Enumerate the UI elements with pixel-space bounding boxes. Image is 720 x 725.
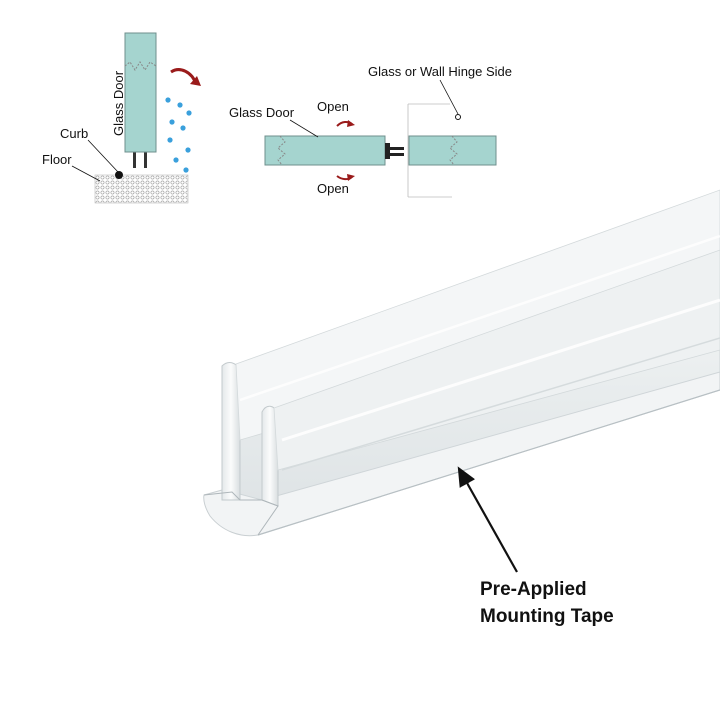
hinge-side-label: Glass or Wall Hinge Side bbox=[368, 64, 512, 79]
curb-leader-line bbox=[87, 139, 119, 173]
side-glass-door-label: Glass Door bbox=[111, 70, 126, 136]
seal-front-fin bbox=[261, 405, 279, 507]
open-arrowhead-top bbox=[347, 120, 355, 127]
hinge-pin-top bbox=[390, 147, 404, 150]
hinge-pin-bottom bbox=[390, 153, 404, 156]
top-fixed-panel bbox=[408, 135, 497, 166]
seal-back-fin-face bbox=[235, 189, 720, 441]
floor-label: Floor bbox=[42, 152, 72, 167]
floor-leader-line bbox=[71, 165, 101, 182]
door-seal-fin-right bbox=[144, 152, 147, 168]
open-top-label: Open bbox=[317, 99, 349, 114]
top-door-break-mark bbox=[277, 135, 286, 166]
seal-highlight-1 bbox=[281, 298, 720, 442]
seal-strip-product bbox=[203, 189, 720, 537]
curb-label: Curb bbox=[60, 126, 88, 141]
seal-profile-end bbox=[203, 491, 279, 536]
top-glass-door-panel bbox=[264, 135, 386, 166]
side-view-diagram: Glass Door Curb Floor bbox=[42, 32, 201, 204]
hinge-leader-line bbox=[439, 79, 459, 115]
top-door-leader-line bbox=[289, 119, 319, 138]
seal-back-fin bbox=[221, 362, 241, 501]
tape-callout-line1: Pre-Applied bbox=[480, 579, 587, 600]
top-glass-door-label: Glass Door bbox=[229, 105, 295, 120]
tape-callout-line2: Mounting Tape bbox=[480, 606, 614, 627]
side-glass-door-panel bbox=[124, 32, 157, 153]
top-fixed-break-mark bbox=[449, 135, 458, 166]
seal-highlight-2 bbox=[239, 234, 720, 402]
floor-block bbox=[94, 174, 189, 204]
open-bottom-label: Open bbox=[317, 181, 349, 196]
open-arrowhead-bottom bbox=[347, 174, 355, 181]
side-glass-break-mark bbox=[124, 61, 157, 71]
hinge-block bbox=[385, 143, 390, 159]
curb-bead bbox=[115, 171, 123, 179]
hinge-leader-dot bbox=[455, 114, 461, 120]
side-rotation-arrowhead bbox=[190, 76, 201, 86]
water-drops bbox=[165, 97, 192, 173]
door-seal-fin-left bbox=[133, 152, 136, 168]
top-view-diagram: Glass Door Open Open Glass or Wall Hinge… bbox=[229, 64, 512, 198]
seal-front-fin-face bbox=[273, 249, 720, 471]
seal-shadow-line bbox=[281, 337, 720, 471]
seal-base-edge bbox=[257, 389, 720, 536]
tape-callout-arrow bbox=[457, 466, 518, 573]
